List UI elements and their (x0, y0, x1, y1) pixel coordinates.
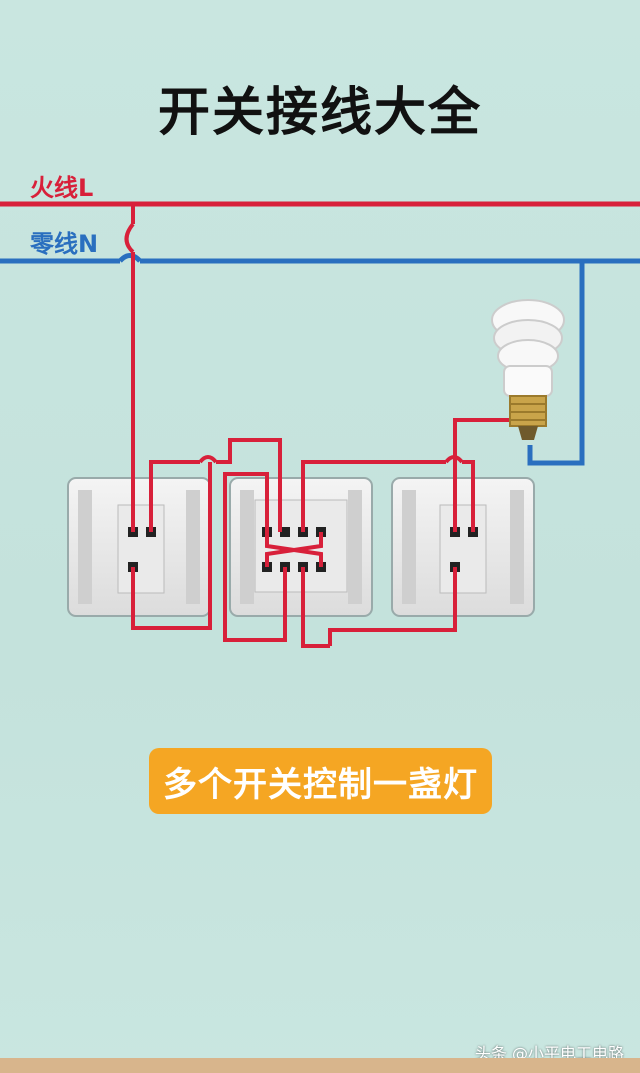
bottom-strip (0, 1058, 640, 1073)
caption-badge: 多个开关控制一盏灯 (149, 748, 492, 814)
switch-plate-right (391, 477, 535, 617)
neutral-wire (0, 253, 640, 466)
bulb-icon (491, 299, 565, 440)
page-title: 开关接线大全 (157, 83, 482, 143)
switch-plate-left (67, 477, 211, 617)
switching-wires (124, 204, 522, 648)
neutral-wire-label: 零线N (30, 230, 99, 258)
live-wire-label: 火线L (30, 174, 94, 202)
